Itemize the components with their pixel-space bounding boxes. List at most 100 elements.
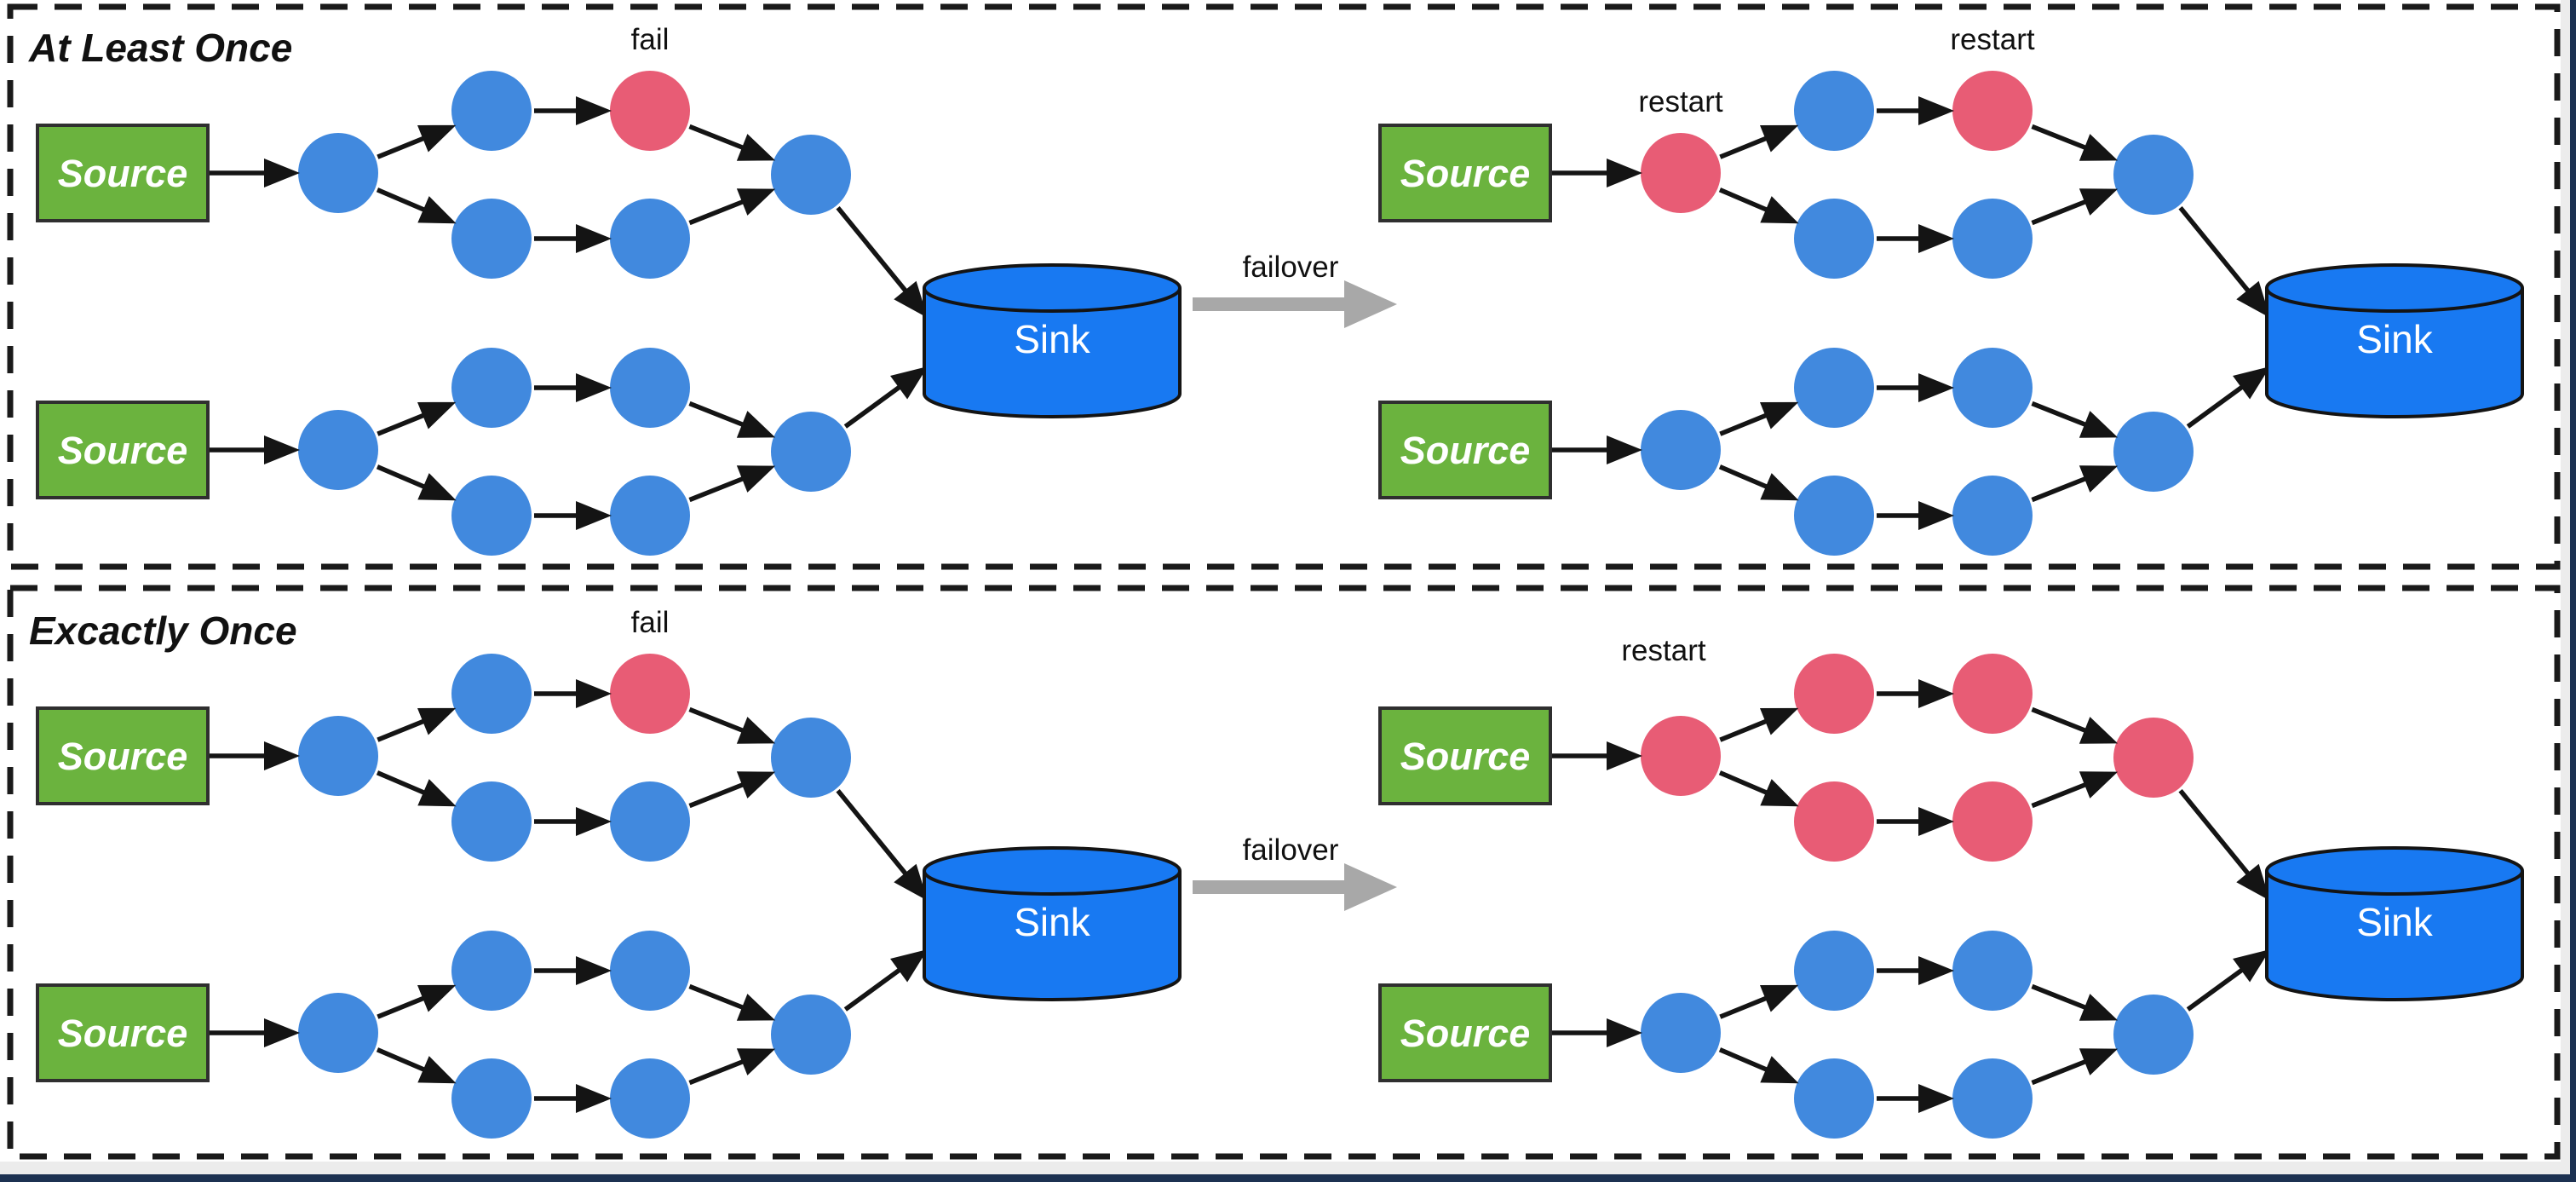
task-node-A2 xyxy=(451,654,532,734)
edge-arrow xyxy=(210,1018,300,1047)
task-node-A3-failed xyxy=(610,71,690,151)
edge-arrow xyxy=(2031,771,2119,809)
edge-arrow xyxy=(210,159,300,187)
task-node-B6 xyxy=(771,995,851,1075)
task-node-A2 xyxy=(451,71,532,151)
task-node-B6 xyxy=(771,412,851,492)
task-node-A1 xyxy=(298,716,378,796)
edge-arrow xyxy=(843,366,928,429)
task-node-B2 xyxy=(451,348,532,428)
edge-arrow xyxy=(688,983,776,1021)
edge-arrow xyxy=(534,373,612,402)
edge-arrow xyxy=(2186,949,2270,1012)
restart-label: restart xyxy=(1621,634,1705,667)
edge-arrow xyxy=(843,949,928,1012)
edge-arrow xyxy=(376,1047,457,1084)
task-node-A5 xyxy=(1952,199,2033,279)
task-node-B6 xyxy=(2113,412,2194,492)
source-box xyxy=(1378,983,1552,1082)
edge-arrow xyxy=(1719,707,1799,742)
source-box xyxy=(36,983,210,1082)
source-label: Source xyxy=(58,429,188,472)
task-node-B4 xyxy=(451,476,532,556)
window-edge-gray-bottom xyxy=(0,1162,2570,1174)
quadrant-top-left xyxy=(36,71,851,556)
task-node-B4 xyxy=(451,1058,532,1139)
source-label: Source xyxy=(1400,152,1531,195)
task-node-A2-failed xyxy=(1794,654,1874,734)
edge-arrow xyxy=(1877,224,1954,253)
edge-arrow xyxy=(1552,1018,1642,1047)
edge-arrow xyxy=(210,435,300,464)
edge-arrow xyxy=(210,741,300,770)
edge-arrow xyxy=(1877,1084,1954,1113)
task-node-B5 xyxy=(610,476,690,556)
edge-arrow xyxy=(2031,465,2119,503)
window-edge-gray-right xyxy=(2561,0,2570,1182)
edge-arrow xyxy=(1552,159,1642,187)
failover-arrow xyxy=(1193,280,1397,328)
edge-arrow xyxy=(688,771,776,809)
edge-arrow xyxy=(836,206,928,318)
edge-arrow xyxy=(1719,401,1799,436)
edge-arrow xyxy=(377,401,457,436)
edge-arrow xyxy=(534,1084,612,1113)
edge-arrow xyxy=(1877,373,1954,402)
source-box xyxy=(1378,706,1552,805)
edge-arrow xyxy=(1719,984,1799,1019)
task-node-A5 xyxy=(610,781,690,862)
source-label: Source xyxy=(58,152,188,195)
task-node-A1 xyxy=(298,133,378,213)
task-node-A4-failed xyxy=(1794,781,1874,862)
task-node-A6-failed xyxy=(2113,718,2194,798)
task-node-B4 xyxy=(1794,476,1874,556)
task-node-B3 xyxy=(1952,931,2033,1011)
edge-arrow xyxy=(688,124,776,161)
edge-arrow xyxy=(534,807,612,836)
quadrant-bottom-right xyxy=(1378,654,2194,1139)
task-node-B1 xyxy=(298,993,378,1073)
edge-arrow xyxy=(1877,956,1954,985)
edge-arrow xyxy=(534,501,612,530)
sink-cylinder xyxy=(923,263,1182,418)
edge-arrow xyxy=(534,224,612,253)
edge-arrow xyxy=(2031,983,2119,1021)
task-node-B5 xyxy=(1952,476,2033,556)
edge-arrow xyxy=(377,984,457,1019)
task-node-B1 xyxy=(298,410,378,490)
edge-arrow xyxy=(376,464,457,501)
task-node-B2 xyxy=(1794,348,1874,428)
task-node-A2 xyxy=(1794,71,1874,151)
edge-arrow xyxy=(534,96,612,125)
edge-arrow xyxy=(2186,366,2270,429)
quadrant-bottom-left xyxy=(36,654,851,1139)
task-node-A6 xyxy=(771,718,851,798)
edge-arrow xyxy=(1877,807,1954,836)
task-node-A6 xyxy=(771,135,851,215)
edge-arrow xyxy=(688,1048,776,1086)
edge-arrow xyxy=(1877,96,1954,125)
sink-cylinder xyxy=(923,846,1182,1001)
edge-arrow xyxy=(688,465,776,503)
edge-arrow xyxy=(1719,124,1799,159)
edge-arrow xyxy=(688,401,776,438)
panel-title: At Least Once xyxy=(28,26,292,70)
task-node-B2 xyxy=(1794,931,1874,1011)
sink-label: Sink xyxy=(1014,900,1090,944)
source-label: Source xyxy=(1400,429,1531,472)
edge-arrow xyxy=(534,956,612,985)
task-node-A4 xyxy=(1794,199,1874,279)
edge-arrow xyxy=(1552,741,1642,770)
failover-arrow xyxy=(1193,863,1397,911)
window-edge-navy-right xyxy=(2570,0,2576,1182)
edge-arrow xyxy=(688,706,776,744)
task-node-A3-failed xyxy=(1952,71,2033,151)
failover-label: failover xyxy=(1243,251,1339,284)
edge-arrow xyxy=(376,770,457,807)
panel-border-exactly-once xyxy=(7,585,2561,1160)
task-node-A1-failed xyxy=(1641,716,1721,796)
task-node-B3 xyxy=(610,931,690,1011)
restart-label: restart xyxy=(1950,23,2034,56)
edge-arrow xyxy=(1552,435,1642,464)
